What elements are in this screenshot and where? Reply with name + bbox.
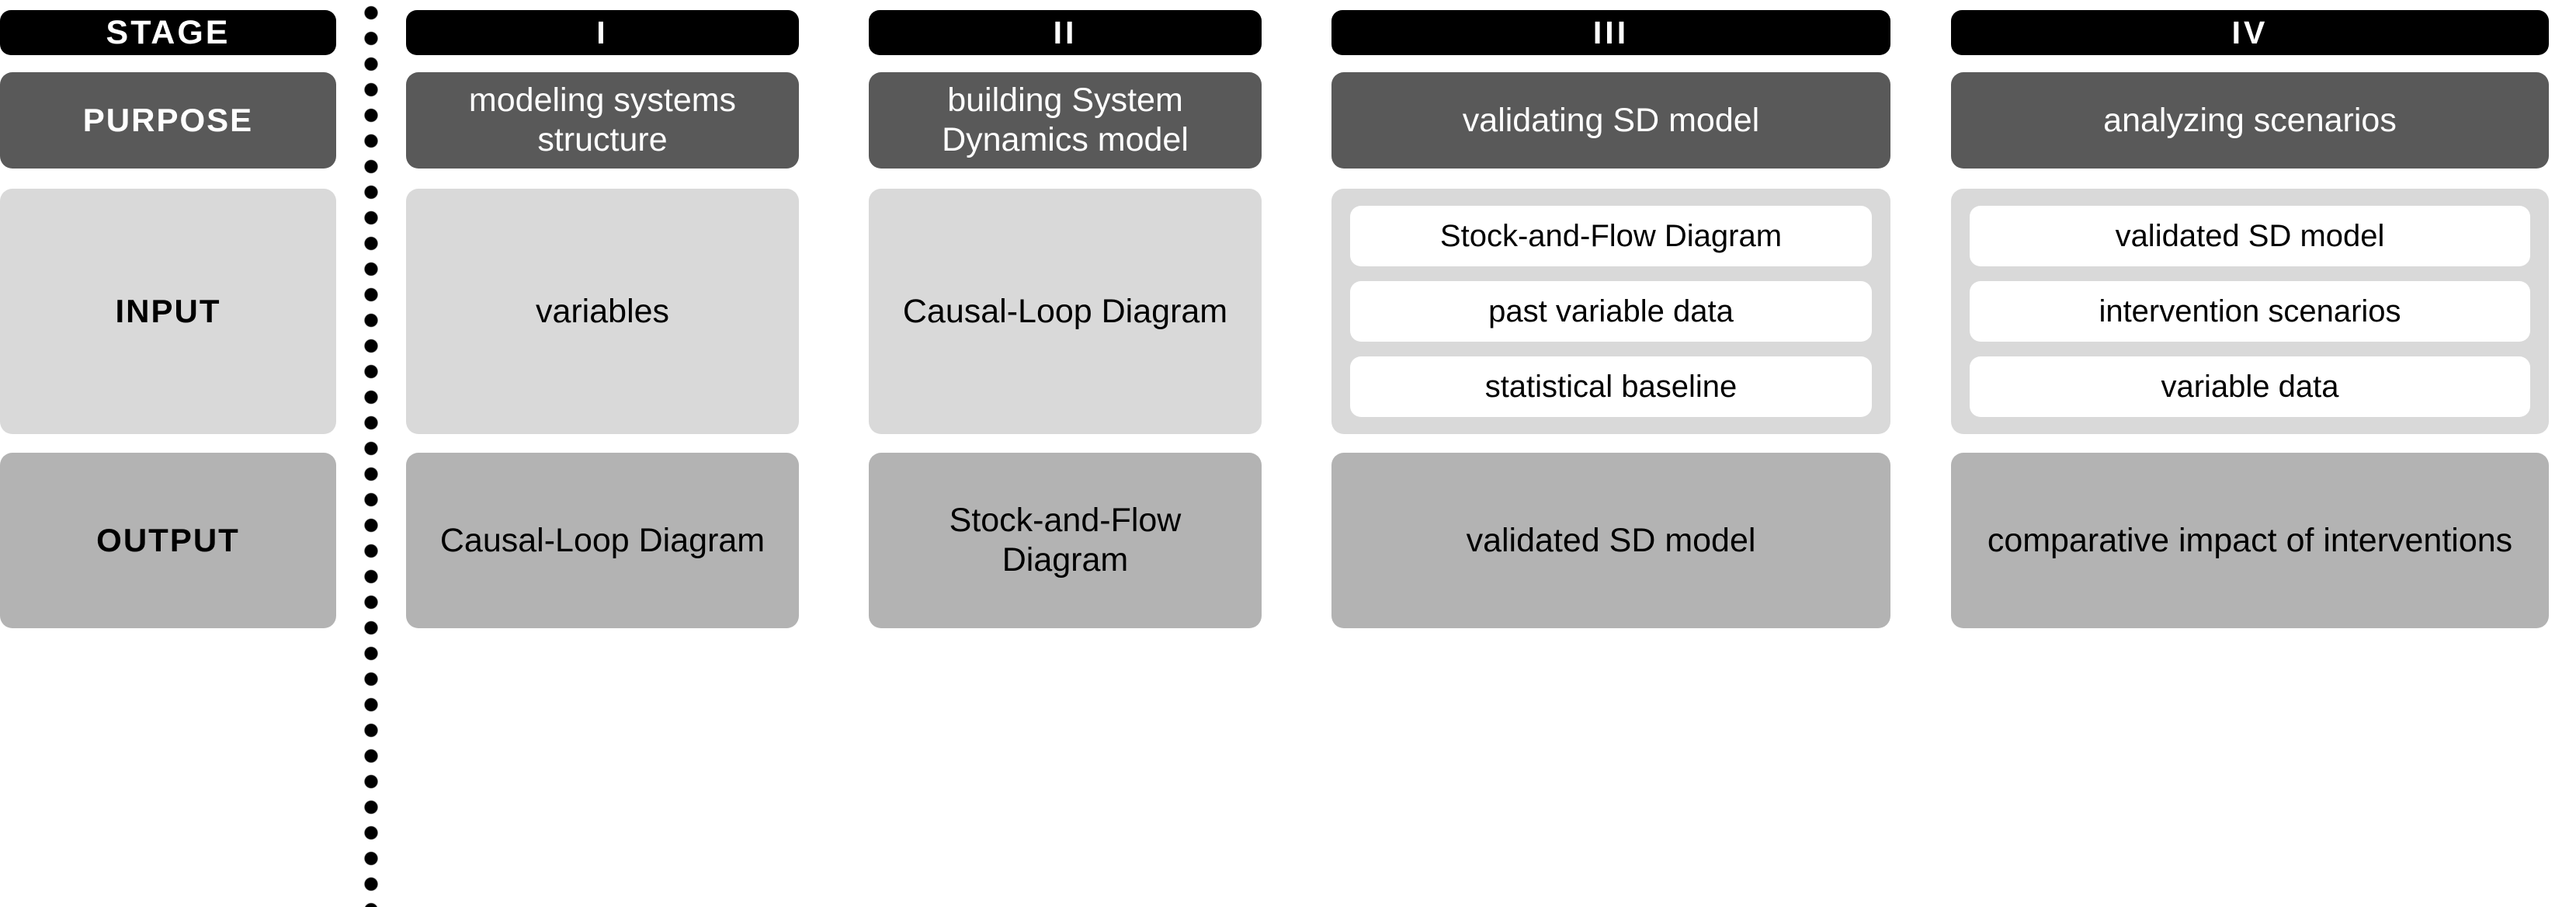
row-gap — [1890, 169, 1951, 189]
input-item: Stock-and-Flow Diagram — [1350, 206, 1872, 266]
row-gap — [1262, 55, 1331, 72]
row-gap — [0, 55, 336, 72]
row-gap — [1951, 434, 2549, 453]
dotted-divider — [336, 0, 406, 907]
input-item: past variable data — [1350, 281, 1872, 342]
column-gap — [1262, 10, 1331, 55]
row-gap — [1262, 434, 1331, 453]
row-gap — [1951, 55, 2549, 72]
input-item: statistical baseline — [1350, 356, 1872, 417]
header-row-label: STAGE — [0, 10, 336, 55]
input-cell-stage-4: validated SD model intervention scenario… — [1951, 189, 2549, 434]
row-gap — [0, 434, 336, 453]
row-gap — [1331, 55, 1890, 72]
row-gap — [0, 169, 336, 189]
row-gap — [1951, 169, 2549, 189]
row-gap — [1890, 55, 1951, 72]
column-gap — [1262, 72, 1331, 169]
column-gap — [1262, 453, 1331, 628]
row-label-input: INPUT — [0, 189, 336, 434]
row-gap — [406, 55, 799, 72]
row-gap — [799, 169, 869, 189]
input-item: intervention scenarios — [1970, 281, 2530, 342]
column-gap — [799, 10, 869, 55]
output-cell-stage-2: Stock-and-Flow Diagram — [869, 453, 1262, 628]
purpose-cell-stage-4: analyzing scenarios — [1951, 72, 2549, 169]
row-gap — [1331, 434, 1890, 453]
header-stage-4: IV — [1951, 10, 2549, 55]
input-item: variable data — [1970, 356, 2530, 417]
header-stage-3: III — [1331, 10, 1890, 55]
row-gap — [869, 434, 1262, 453]
column-gap — [1890, 10, 1951, 55]
dotted-line-icon — [363, 0, 380, 907]
header-stage-2: II — [869, 10, 1262, 55]
column-gap — [1890, 72, 1951, 169]
row-label-purpose: PURPOSE — [0, 72, 336, 169]
row-gap — [799, 434, 869, 453]
row-gap — [1890, 434, 1951, 453]
output-cell-stage-3: validated SD model — [1331, 453, 1890, 628]
row-gap — [869, 55, 1262, 72]
output-cell-stage-4: comparative impact of interventions — [1951, 453, 2549, 628]
column-gap — [1262, 189, 1331, 434]
column-gap — [1890, 189, 1951, 434]
input-cell-stage-3: Stock-and-Flow Diagram past variable dat… — [1331, 189, 1890, 434]
column-gap — [1890, 453, 1951, 628]
output-cell-stage-1: Causal-Loop Diagram — [406, 453, 799, 628]
purpose-cell-stage-3: validating SD model — [1331, 72, 1890, 169]
row-gap — [406, 169, 799, 189]
row-label-output: OUTPUT — [0, 453, 336, 628]
column-gap — [799, 189, 869, 434]
row-gap — [1331, 169, 1890, 189]
input-cell-stage-2: Causal-Loop Diagram — [869, 189, 1262, 434]
purpose-cell-stage-1: modeling systems structure — [406, 72, 799, 169]
column-gap — [799, 453, 869, 628]
input-cell-stage-1: variables — [406, 189, 799, 434]
row-gap — [406, 434, 799, 453]
header-stage-1: I — [406, 10, 799, 55]
row-gap — [799, 55, 869, 72]
row-gap — [1262, 169, 1331, 189]
row-gap — [869, 169, 1262, 189]
column-gap — [799, 72, 869, 169]
purpose-cell-stage-2: building System Dynamics model — [869, 72, 1262, 169]
input-item: validated SD model — [1970, 206, 2530, 266]
